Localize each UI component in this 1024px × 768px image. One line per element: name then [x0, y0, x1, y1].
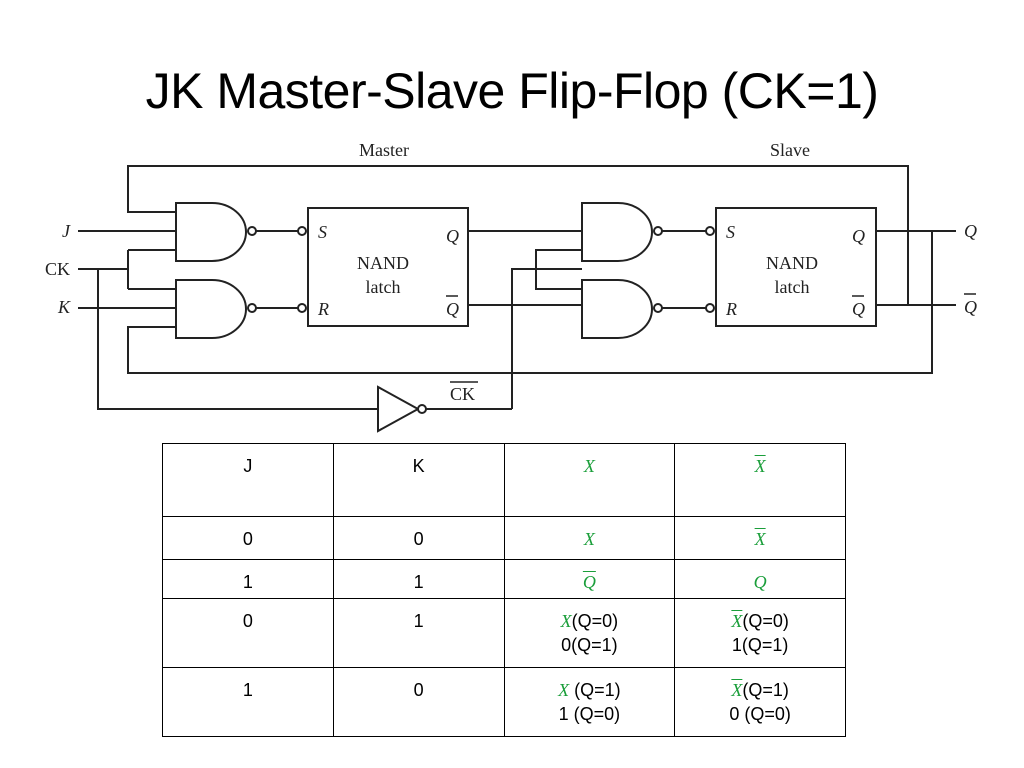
cell-j: 1 — [162, 667, 334, 737]
cell-x-var: X — [558, 680, 570, 700]
cell-x-var: X — [583, 529, 595, 549]
ck-inverter-bubble — [417, 404, 427, 414]
slave-nand-bottom-bubble — [653, 303, 663, 313]
cell-j: 0 — [162, 598, 334, 668]
header-k: K — [332, 443, 505, 517]
cell-xbar-var: Q — [753, 572, 767, 592]
table-row: 1 0 X (Q=1) 1 (Q=0) X(Q=1) 0 (Q=0) — [162, 667, 846, 737]
cell-x: X(Q=0) 0(Q=1) — [503, 598, 676, 668]
cell-x-line1: (Q=0) — [571, 611, 619, 631]
master-r-label: R — [317, 299, 329, 319]
input-k-label: K — [57, 297, 71, 317]
jk-flip-flop-circuit-diagram: Master Slave J CK K S R Q Q NAND latch C… — [45, 140, 977, 433]
table-row: 0 0 X X — [162, 516, 846, 560]
cell-x-var: X — [560, 611, 572, 631]
slave-nand-top-bubble — [653, 226, 663, 236]
cell-xbar: Q — [674, 559, 846, 599]
slave-q-label: Q — [852, 226, 865, 246]
truth-table: J K X X 0 0 X X 1 1 Q Q 0 1 X(Q=0) 0(Q=1… — [162, 443, 846, 737]
wire-feedback-q — [127, 231, 933, 374]
master-nand-gate-bottom — [175, 279, 247, 339]
slave-s-bubble — [705, 226, 715, 236]
cell-xbar-var: X — [731, 680, 743, 700]
slave-latch-text-2: latch — [775, 277, 810, 297]
table-header-row: J K X X — [162, 443, 846, 517]
cell-xbar-line1: (Q=0) — [742, 611, 789, 631]
cell-x: Q — [503, 559, 676, 599]
output-q-label: Q — [964, 221, 977, 241]
master-s-bubble — [297, 226, 307, 236]
master-nand-bottom-bubble — [247, 303, 257, 313]
header-xbar: X — [674, 443, 846, 517]
master-nand-top-bubble — [247, 226, 257, 236]
master-latch-text-1: NAND — [357, 253, 409, 273]
ckbar-label: CK — [450, 384, 475, 404]
cell-xbar-line1: (Q=1) — [742, 680, 789, 700]
slave-latch-text-1: NAND — [766, 253, 818, 273]
cell-x-line2: 1 (Q=0) — [558, 704, 621, 724]
cell-x-var: Q — [582, 572, 596, 592]
header-x: X — [503, 443, 676, 517]
master-q-label: Q — [446, 226, 459, 246]
master-r-bubble — [297, 303, 307, 313]
ck-inverter — [377, 385, 421, 433]
master-qbar-label: Q — [446, 299, 459, 319]
cell-xbar-line2: 1(Q=1) — [731, 635, 789, 655]
wire-ckbar-to-gate4 — [535, 269, 582, 290]
cell-k: 1 — [332, 559, 505, 599]
input-j-label: J — [62, 221, 71, 241]
master-latch-text-2: latch — [366, 277, 401, 297]
slave-nand-gate-bottom — [581, 279, 653, 339]
header-xbar-var: X — [754, 456, 766, 476]
cell-xbar-line2: 0 (Q=0) — [729, 704, 791, 724]
slave-nand-gate-top — [581, 202, 653, 262]
cell-k: 0 — [332, 516, 505, 560]
cell-x: X (Q=1) 1 (Q=0) — [503, 667, 676, 737]
cell-xbar: X — [674, 516, 846, 560]
cell-xbar: X(Q=0) 1(Q=1) — [674, 598, 846, 668]
input-ck-label: CK — [45, 259, 70, 279]
slave-r-label: R — [725, 299, 737, 319]
table-row: 0 1 X(Q=0) 0(Q=1) X(Q=0) 1(Q=1) — [162, 598, 846, 668]
slave-r-bubble — [705, 303, 715, 313]
header-j: J — [162, 443, 334, 517]
slide-title: JK Master-Slave Flip-Flop (CK=1) — [145, 63, 879, 119]
wire-ck-to-inverter — [97, 269, 378, 410]
output-qbar-label: Q — [964, 297, 977, 317]
cell-xbar-var: X — [731, 611, 743, 631]
cell-k: 1 — [332, 598, 505, 668]
cell-x-line2: 0(Q=1) — [561, 635, 618, 655]
slave-s-label: S — [726, 222, 735, 242]
wire-ckbar-vertical — [511, 268, 582, 409]
wire-ckbar-to-gate3 — [535, 249, 582, 269]
cell-x: X — [503, 516, 676, 560]
header-x-var: X — [583, 456, 595, 476]
cell-k: 0 — [332, 667, 505, 737]
slave-qbar-label: Q — [852, 299, 865, 319]
cell-xbar-var: X — [754, 529, 766, 549]
wire-feedback-qbar — [127, 165, 909, 305]
master-nand-gate-top — [175, 202, 247, 262]
cell-j: 1 — [162, 559, 334, 599]
master-s-label: S — [318, 222, 327, 242]
slave-nand-latch — [715, 207, 877, 327]
cell-xbar: X(Q=1) 0 (Q=0) — [674, 667, 846, 737]
cell-j: 0 — [162, 516, 334, 560]
cell-x-line1: (Q=1) — [569, 680, 621, 700]
master-nand-latch — [307, 207, 469, 327]
table-row: 1 1 Q Q — [162, 559, 846, 599]
slave-label: Slave — [770, 140, 810, 160]
master-label: Master — [359, 140, 409, 160]
